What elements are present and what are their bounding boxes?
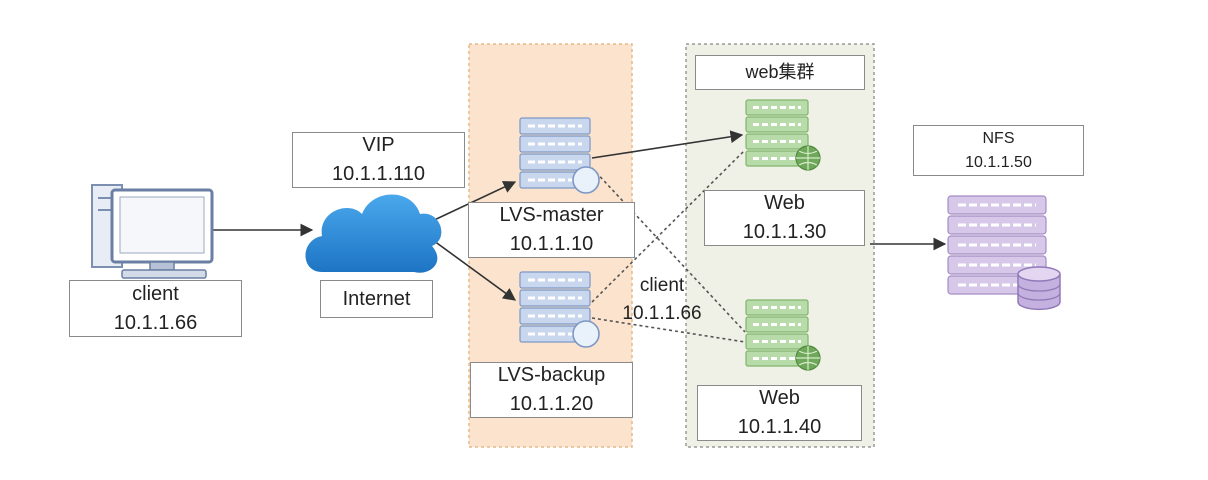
lvs-backup-ip: 10.1.1.20	[509, 393, 594, 415]
lvs-master-name: LVS-master	[499, 204, 604, 226]
lvs-master-ip: 10.1.1.10	[509, 233, 594, 255]
middle-client-ip: 10.1.1.66	[622, 302, 702, 324]
vip-name: VIP	[362, 134, 395, 156]
nfs-label-box: NFS 10.1.1.50	[913, 125, 1084, 176]
web1-name: Web	[764, 192, 805, 214]
web-cluster-title-box: web集群	[695, 55, 865, 90]
web-cluster-title: web集群	[745, 62, 815, 83]
client-name: client	[132, 282, 179, 305]
master-to-web1-arrow	[591, 130, 744, 159]
master-to-web2-dashed-line	[591, 167, 746, 333]
web2-name: Web	[759, 387, 800, 409]
database-icon	[1017, 266, 1061, 311]
nfs-ip: 10.1.1.50	[965, 153, 1032, 171]
vip-label-box: VIP 10.1.1.110	[292, 132, 465, 188]
internet-cloud-icon	[305, 194, 442, 273]
web2-label-box: Web 10.1.1.40	[697, 385, 862, 441]
middle-client-name: client	[639, 275, 685, 296]
internet-label-box: Internet	[320, 280, 433, 318]
middle-client-label: client 10.1.1.66	[612, 272, 712, 327]
lvs-master-label-box: LVS-master 10.1.1.10	[468, 202, 635, 258]
lvs-backup-label-box: LVS-backup 10.1.1.20	[470, 362, 633, 418]
lvs-backup-server-icon	[518, 270, 601, 349]
lvs-backup-name: LVS-backup	[497, 364, 606, 386]
lvs-master-server-icon	[518, 116, 601, 195]
internet-to-backup-arrow	[429, 237, 517, 301]
nfs-name: NFS	[982, 130, 1015, 148]
web1-label-box: Web 10.1.1.30	[704, 190, 865, 246]
web2-ip: 10.1.1.40	[737, 416, 822, 438]
backup-to-web2-dashed-line	[591, 317, 746, 343]
nfs-storage-icon	[947, 195, 1061, 311]
vip-ip: 10.1.1.110	[331, 163, 426, 185]
client-ip: 10.1.1.66	[113, 311, 198, 334]
client-computer-icon	[91, 184, 214, 279]
web1-ip: 10.1.1.30	[742, 221, 827, 243]
client-label-box: client 10.1.1.66	[69, 280, 242, 337]
internet-name: Internet	[342, 287, 411, 310]
